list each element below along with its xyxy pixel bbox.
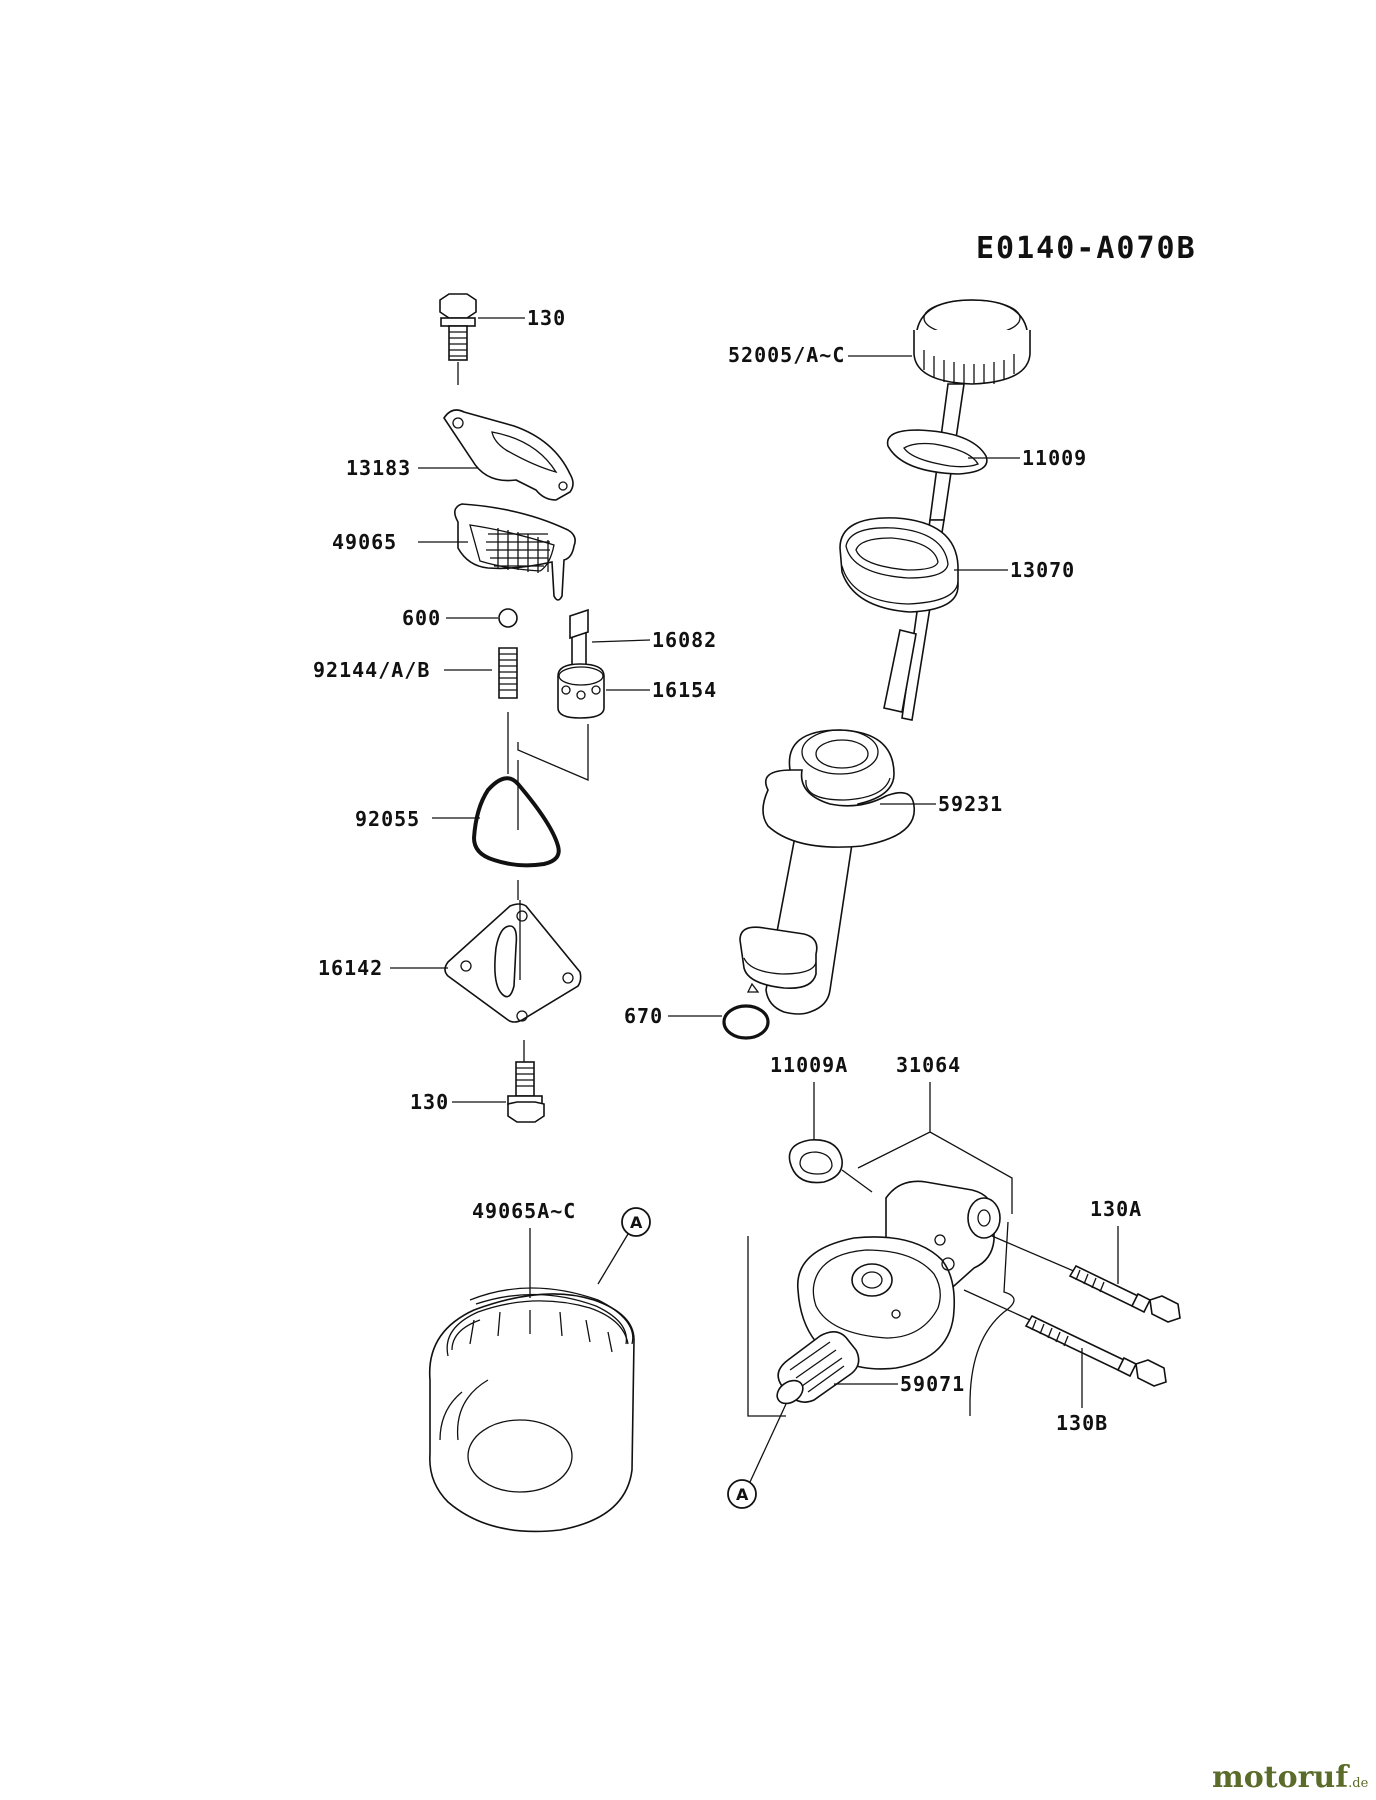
label-oring-filter: 11009A [770, 1053, 848, 1077]
bolt-bottom-part [507, 1040, 545, 1123]
ref-mark-a-bottom: A [727, 1479, 757, 1509]
label-oil-filter: 49065A~C [472, 1199, 576, 1223]
rotor-part [557, 608, 605, 719]
label-oring-cap: 11009 [1022, 446, 1087, 470]
spring-part [498, 647, 518, 774]
diagram-code: E0140-A070B [976, 231, 1197, 266]
label-spring: 92144/A/B [313, 658, 430, 682]
oring-cap-part [886, 429, 988, 475]
oring-small-part [722, 1004, 770, 1040]
label-bolt-a: 130A [1090, 1197, 1142, 1221]
ball-part [498, 608, 518, 628]
label-bolt-bottom: 130 [410, 1090, 449, 1114]
label-oring-large: 92055 [355, 807, 420, 831]
oil-filter-part [428, 1287, 635, 1533]
cap-part [913, 299, 1031, 385]
bolt-top-part [439, 293, 477, 385]
bolt-b-part [963, 1289, 1167, 1387]
label-tube: 59231 [938, 792, 1003, 816]
nipple-part [776, 1331, 860, 1405]
label-cover: 16142 [318, 956, 383, 980]
label-cap: 52005/A~C [728, 343, 845, 367]
cover-part [444, 880, 582, 1023]
plate-part [443, 409, 574, 501]
tube-part [739, 729, 915, 1015]
svg-text:A: A [630, 1213, 643, 1232]
label-nipple: 59071 [900, 1372, 965, 1396]
label-filter-bracket: 31064 [896, 1053, 961, 1077]
oring-large-part [471, 776, 561, 868]
label-seal-gasket: 13070 [1010, 558, 1075, 582]
seal-gasket-part [839, 517, 959, 613]
svg-text:A: A [736, 1485, 749, 1504]
brand-name: motoruf [1212, 1760, 1349, 1795]
label-oring-small: 670 [624, 1004, 663, 1028]
label-rotor: 16154 [652, 678, 717, 702]
label-plate: 13183 [346, 456, 411, 480]
label-screen: 49065 [332, 530, 397, 554]
brand-tld: .de [1348, 1776, 1369, 1791]
oring-filter-part [788, 1139, 873, 1193]
label-ball: 600 [402, 606, 441, 630]
brand-watermark: motoruf.de [1212, 1760, 1368, 1795]
label-rotor-shaft: 16082 [652, 628, 717, 652]
ref-mark-a-top: A [621, 1207, 651, 1237]
label-bolt-top: 130 [527, 306, 566, 330]
label-bolt-b: 130B [1056, 1411, 1108, 1435]
bolt-a-part [991, 1235, 1181, 1323]
screen-part [454, 503, 576, 601]
